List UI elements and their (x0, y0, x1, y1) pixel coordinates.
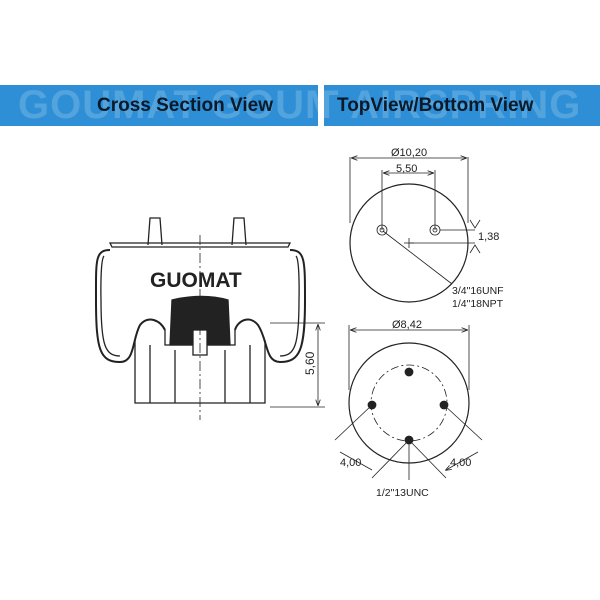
top-view-drawing (349, 157, 481, 303)
height-dim: 5,60 (303, 351, 317, 375)
thread-1: 3/4"16UNF (452, 285, 504, 297)
top-bottom-banner: T AIRSPRING TopView/Bottom View (324, 85, 600, 126)
watermark: GOUMAT GOUMAT (18, 85, 318, 126)
bottom-view-drawing (334, 325, 483, 480)
watermark: T AIRSPRING (324, 85, 582, 126)
brand-label: GUOMAT (150, 269, 242, 292)
top-bottom-title: TopView/Bottom View (337, 95, 534, 116)
stud-spacing: 5,50 (396, 163, 417, 175)
cross-section-drawing (94, 217, 325, 420)
thread-2: 1/4"18NPT (452, 298, 504, 310)
cross-section-title: Cross Section View (97, 95, 273, 116)
top-diameter: Ø10,20 (391, 147, 427, 159)
offset-dim: 1,38 (478, 231, 499, 243)
right-dim: 4,00 (450, 457, 471, 469)
bottom-diameter: Ø8,42 (392, 319, 422, 331)
cross-section-banner: GOUMAT GOUMAT Cross Section View (0, 85, 318, 126)
bottom-thread: 1/2"13UNC (376, 487, 429, 499)
left-dim: 4,00 (340, 457, 361, 469)
